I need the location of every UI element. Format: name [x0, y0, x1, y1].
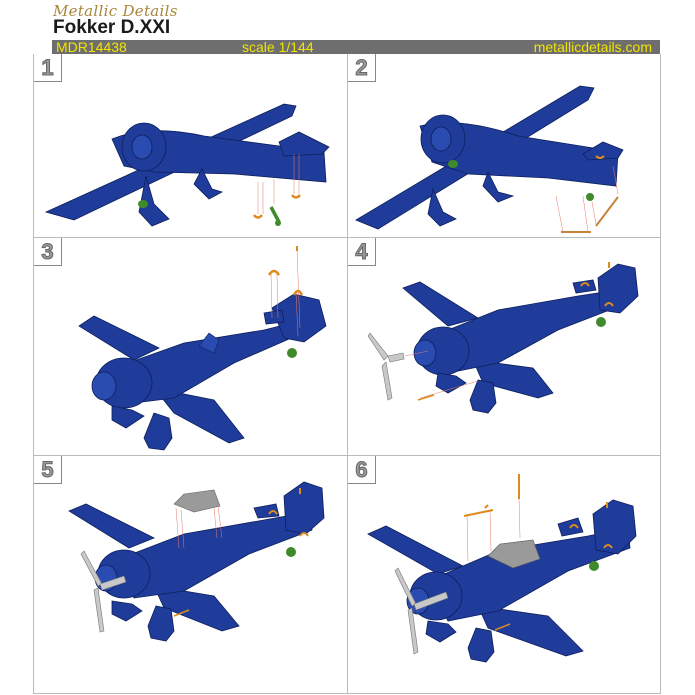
step-number-6: 6 [348, 456, 376, 484]
step-panel-5: 5 [34, 455, 347, 693]
step-panel-1: 1 [34, 54, 347, 237]
aircraft-topside-illustration [68, 481, 325, 642]
page-title: Fokker D.XXI [53, 17, 171, 38]
aircraft-topside-illustration [367, 262, 639, 414]
brand-logo: Metallic Details [53, 2, 178, 20]
instruction-grid: 1 2 [33, 54, 661, 694]
step-panel-3: 3 [34, 237, 347, 455]
step-panel-6: 6 [347, 455, 660, 693]
step-panel-4: 4 [347, 237, 660, 455]
aircraft-underside-illustration [355, 85, 624, 233]
step-number-4: 4 [348, 238, 376, 266]
step-number-2: 2 [348, 54, 376, 82]
scale-label: scale 1/144 [242, 39, 314, 55]
aircraft-topside-illustration [367, 474, 637, 663]
step-number-3: 3 [34, 238, 62, 266]
website-link[interactable]: metallicdetails.com [533, 39, 652, 55]
info-bar: MDR14438 scale 1/144 metallicdetails.com [52, 40, 660, 54]
step-number-1: 1 [34, 54, 62, 82]
aircraft-underside-illustration [44, 103, 330, 227]
product-code: MDR14438 [56, 39, 127, 55]
step-number-5: 5 [34, 456, 62, 484]
step-panel-2: 2 [347, 54, 660, 237]
aircraft-topside-illustration [78, 246, 327, 451]
